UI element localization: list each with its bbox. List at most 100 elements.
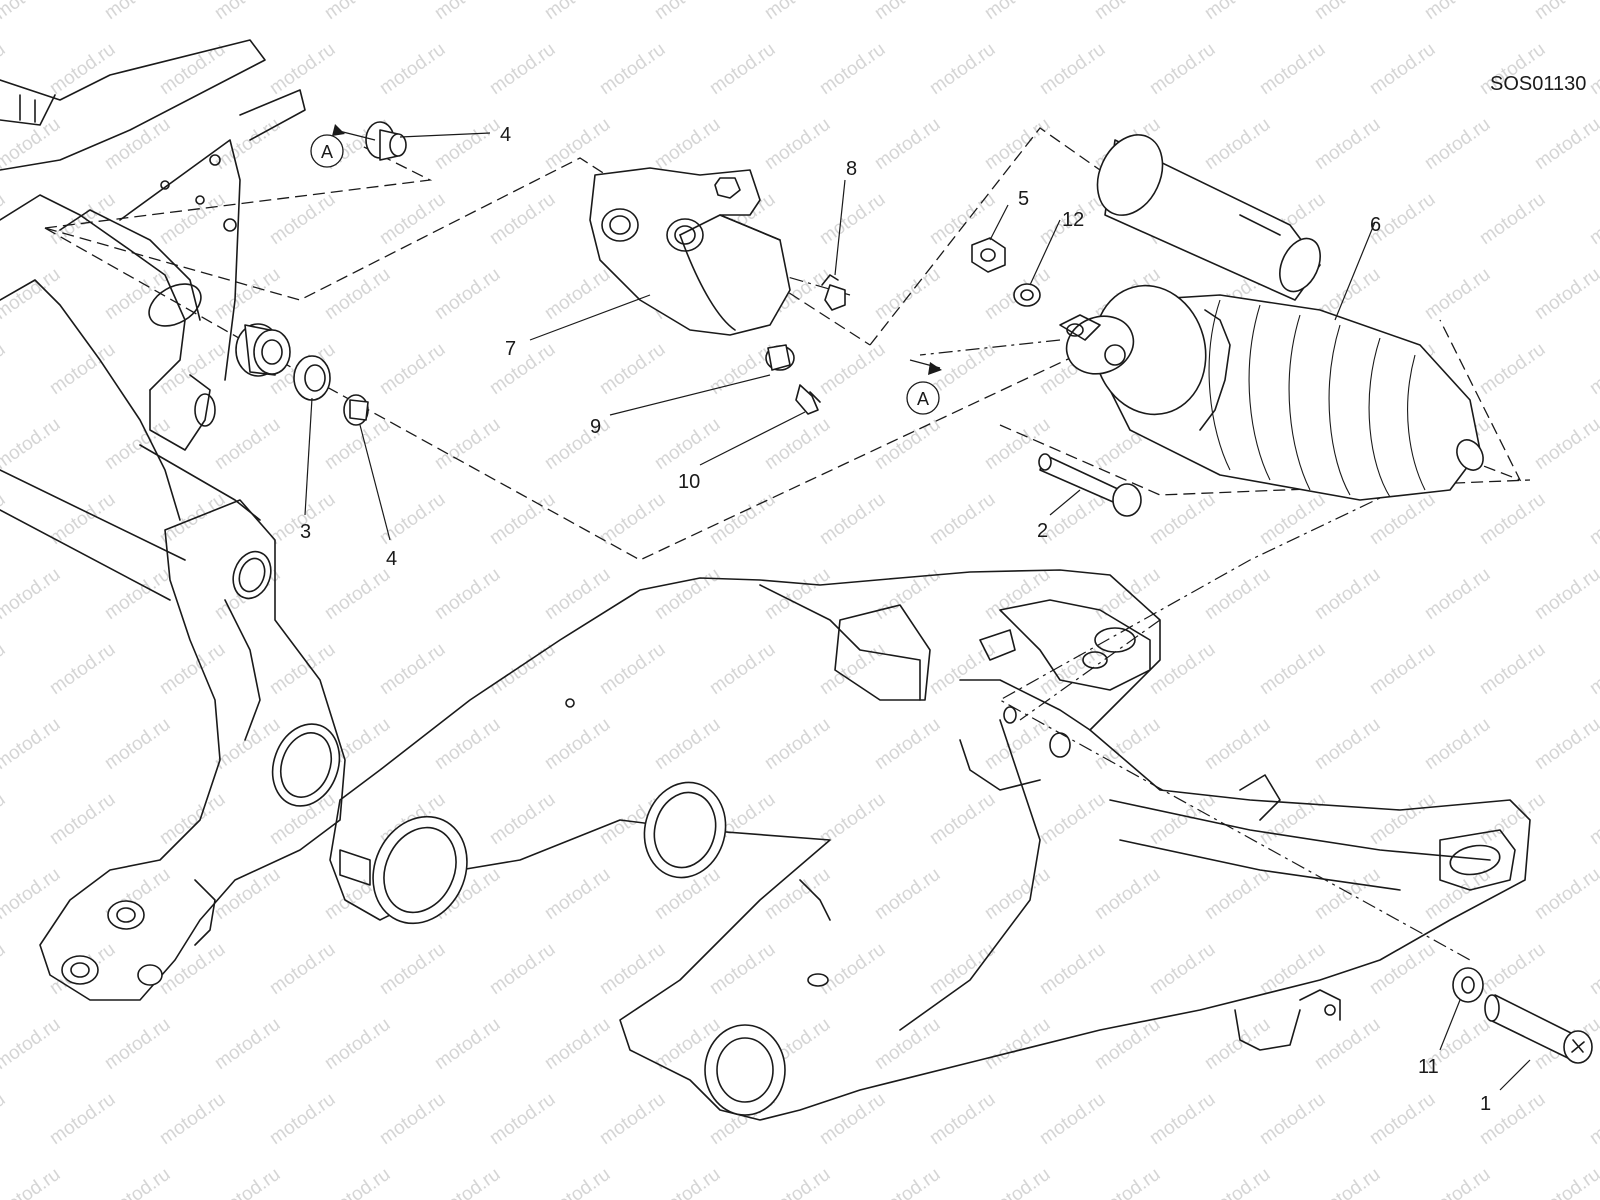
watermark-text: motod.ru bbox=[541, 864, 614, 924]
watermark-text: motod.ru bbox=[0, 339, 9, 399]
watermark-text: motod.ru bbox=[871, 0, 944, 24]
watermark-text: motod.ru bbox=[761, 1164, 834, 1200]
watermark-text: motod.ru bbox=[46, 639, 119, 699]
watermark-text: motod.ru bbox=[376, 339, 449, 399]
watermark-text: motod.ru bbox=[816, 39, 889, 99]
watermark-text: motod.ru bbox=[0, 789, 9, 849]
view-marker-top: A bbox=[310, 124, 376, 168]
watermark-text: motod.ru bbox=[46, 339, 119, 399]
watermark-text: motod.ru bbox=[1531, 1164, 1600, 1200]
watermark-text: motod.ru bbox=[1146, 39, 1219, 99]
watermark-text: motod.ru bbox=[376, 939, 449, 999]
watermark-text: motod.ru bbox=[1256, 1089, 1329, 1149]
watermark-text: motod.ru bbox=[156, 789, 229, 849]
watermark-text: motod.ru bbox=[706, 939, 779, 999]
watermark-text: motod.ru bbox=[211, 414, 284, 474]
watermark-text: motod.ru bbox=[101, 114, 174, 174]
watermark-text: motod.ru bbox=[1476, 639, 1549, 699]
watermark-text: motod.ru bbox=[1586, 639, 1600, 699]
watermark-text: motod.ru bbox=[871, 114, 944, 174]
callout-10: 10 bbox=[678, 471, 700, 493]
watermark-text: motod.ru bbox=[1586, 39, 1600, 99]
watermark-text: motod.ru bbox=[1146, 489, 1219, 549]
watermark-text: motod.ru bbox=[926, 39, 999, 99]
watermark-text: motod.ru bbox=[1311, 1164, 1384, 1200]
watermark-text: motod.ru bbox=[651, 414, 724, 474]
watermark-text: motod.ru bbox=[431, 564, 504, 624]
watermark-text: motod.ru bbox=[706, 639, 779, 699]
watermark-text: motod.ru bbox=[871, 1014, 944, 1074]
watermark-text: motod.ru bbox=[1531, 414, 1600, 474]
watermark-text: motod.ru bbox=[1256, 639, 1329, 699]
watermark-text: motod.ru bbox=[1036, 639, 1109, 699]
watermark-text: motod.ru bbox=[816, 339, 889, 399]
watermark-text: motod.ru bbox=[651, 114, 724, 174]
shock-cover bbox=[589, 167, 791, 336]
callout-4-bottom: 4 bbox=[386, 548, 397, 570]
watermark-text: motod.ru bbox=[981, 564, 1054, 624]
watermark-text: motod.ru bbox=[1421, 0, 1494, 24]
watermark-text: motod.ru bbox=[761, 864, 834, 924]
watermark-text: motod.ru bbox=[376, 489, 449, 549]
watermark-text: motod.ru bbox=[1146, 789, 1219, 849]
watermark-text: motod.ru bbox=[431, 264, 504, 324]
watermark-text: motod.ru bbox=[376, 39, 449, 99]
watermark-text: motod.ru bbox=[926, 639, 999, 699]
watermark-text: motod.ru bbox=[761, 414, 834, 474]
watermark-text: motod.ru bbox=[101, 714, 174, 774]
watermark-text: motod.ru bbox=[1201, 1164, 1274, 1200]
watermark-text: motod.ru bbox=[1366, 639, 1439, 699]
watermark-text: motod.ru bbox=[1311, 0, 1384, 24]
watermark-text: motod.ru bbox=[1476, 489, 1549, 549]
watermark-text: motod.ru bbox=[981, 1164, 1054, 1200]
swingarm-drawing bbox=[329, 569, 1531, 1121]
view-marker-label: A bbox=[917, 389, 929, 409]
watermark-text: motod.ru bbox=[211, 0, 284, 24]
watermark-text: motod.ru bbox=[981, 714, 1054, 774]
watermark-text: motod.ru bbox=[1421, 714, 1494, 774]
watermark-text: motod.ru bbox=[0, 0, 64, 24]
watermark-text: motod.ru bbox=[816, 189, 889, 249]
watermark-text: motod.ru bbox=[981, 114, 1054, 174]
watermark-text: motod.ru bbox=[1146, 1089, 1219, 1149]
callout-11: 11 bbox=[1418, 1056, 1439, 1078]
watermark-text: motod.ru bbox=[541, 114, 614, 174]
watermark-text: motod.ru bbox=[541, 714, 614, 774]
watermark-text: motod.ru bbox=[1476, 789, 1549, 849]
watermark-text: motod.ru bbox=[0, 1014, 64, 1074]
watermark-text: motod.ru bbox=[0, 939, 9, 999]
watermark-text: motod.ru bbox=[816, 1089, 889, 1149]
watermark-text: motod.ru bbox=[761, 564, 834, 624]
watermark-text: motod.ru bbox=[1531, 114, 1600, 174]
watermark-text: motod.ru bbox=[1256, 39, 1329, 99]
watermark-text: motod.ru bbox=[486, 939, 559, 999]
watermark-text: motod.ru bbox=[816, 639, 889, 699]
watermark-text: motod.ru bbox=[1091, 1014, 1164, 1074]
watermark-text: motod.ru bbox=[1586, 789, 1600, 849]
watermark-text: motod.ru bbox=[156, 339, 229, 399]
watermark-text: motod.ru bbox=[46, 39, 119, 99]
watermark-text: motod.ru bbox=[1201, 864, 1274, 924]
watermark-text: motod.ru bbox=[266, 39, 339, 99]
watermark-text: motod.ru bbox=[1476, 339, 1549, 399]
callout-labels: 1 2 3 4 4 5 6 7 8 9 10 11 12 bbox=[300, 124, 1491, 1115]
watermark-text: motod.ru bbox=[486, 39, 559, 99]
watermark-text: motod.ru bbox=[926, 789, 999, 849]
watermark-text: motod.ru bbox=[1531, 0, 1600, 24]
watermark-text: motod.ru bbox=[926, 939, 999, 999]
watermark-text: motod.ru bbox=[1586, 339, 1600, 399]
watermark-text: motod.ru bbox=[1036, 939, 1109, 999]
watermark-text: motod.ru bbox=[0, 1164, 64, 1200]
watermark-text: motod.ru bbox=[761, 714, 834, 774]
watermark-text: motod.ru bbox=[1091, 864, 1164, 924]
watermark-text: motod.ru bbox=[486, 789, 559, 849]
watermark-text: motod.ru bbox=[1366, 39, 1439, 99]
watermark-text: motod.ru bbox=[871, 864, 944, 924]
watermark-text: motod.ru bbox=[596, 939, 669, 999]
callout-5: 5 bbox=[1018, 188, 1029, 210]
watermark-text: motod.ru bbox=[871, 414, 944, 474]
watermark-text: motod.ru bbox=[211, 1014, 284, 1074]
watermark-text: motod.ru bbox=[1201, 0, 1274, 24]
watermark-text: motod.ru bbox=[871, 264, 944, 324]
